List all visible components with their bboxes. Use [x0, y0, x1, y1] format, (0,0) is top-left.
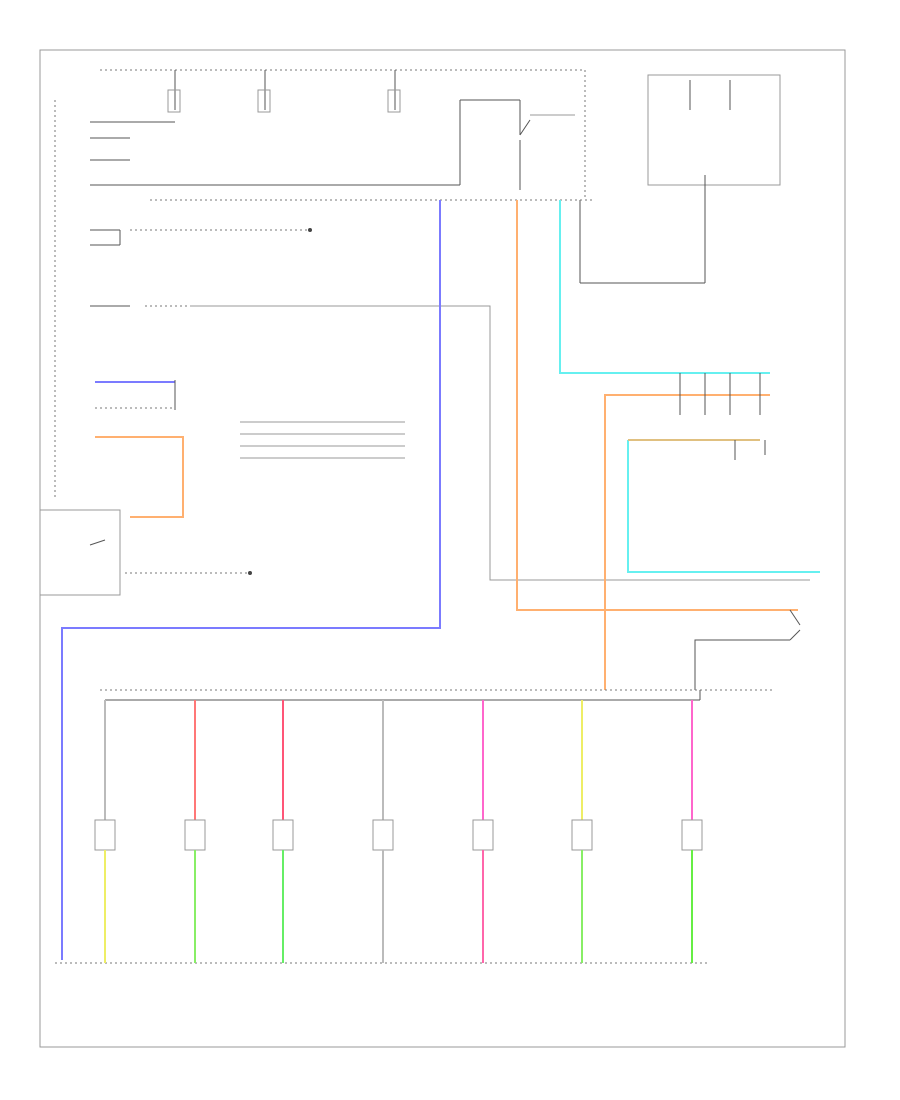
wire-orange-left	[95, 436, 184, 518]
headlight-relay-block	[54, 70, 586, 500]
wire-orange-right	[604, 394, 770, 690]
ground-component-6	[571, 700, 593, 963]
right-relay-unit	[579, 74, 781, 284]
top-power-bus	[100, 69, 585, 113]
ground-component-4	[372, 700, 394, 963]
wire-cyan-lower	[627, 440, 820, 573]
right-lower-unit	[694, 609, 801, 690]
ground-component-1	[94, 700, 116, 963]
ground-component-3	[272, 700, 294, 963]
ground-component-7	[681, 700, 703, 963]
notes-block	[240, 421, 405, 459]
wire-orange-center	[516, 200, 798, 611]
diagram-frame	[39, 49, 846, 1048]
right-connector-group	[679, 373, 766, 460]
wire-blue	[61, 200, 441, 960]
ground-component-2	[184, 700, 206, 963]
ground-bus-top	[100, 689, 775, 701]
combination-switch-area	[90, 228, 810, 581]
light-switch-assembly	[40, 509, 252, 596]
wire-cyan	[559, 200, 770, 374]
ground-component-5	[472, 700, 494, 963]
